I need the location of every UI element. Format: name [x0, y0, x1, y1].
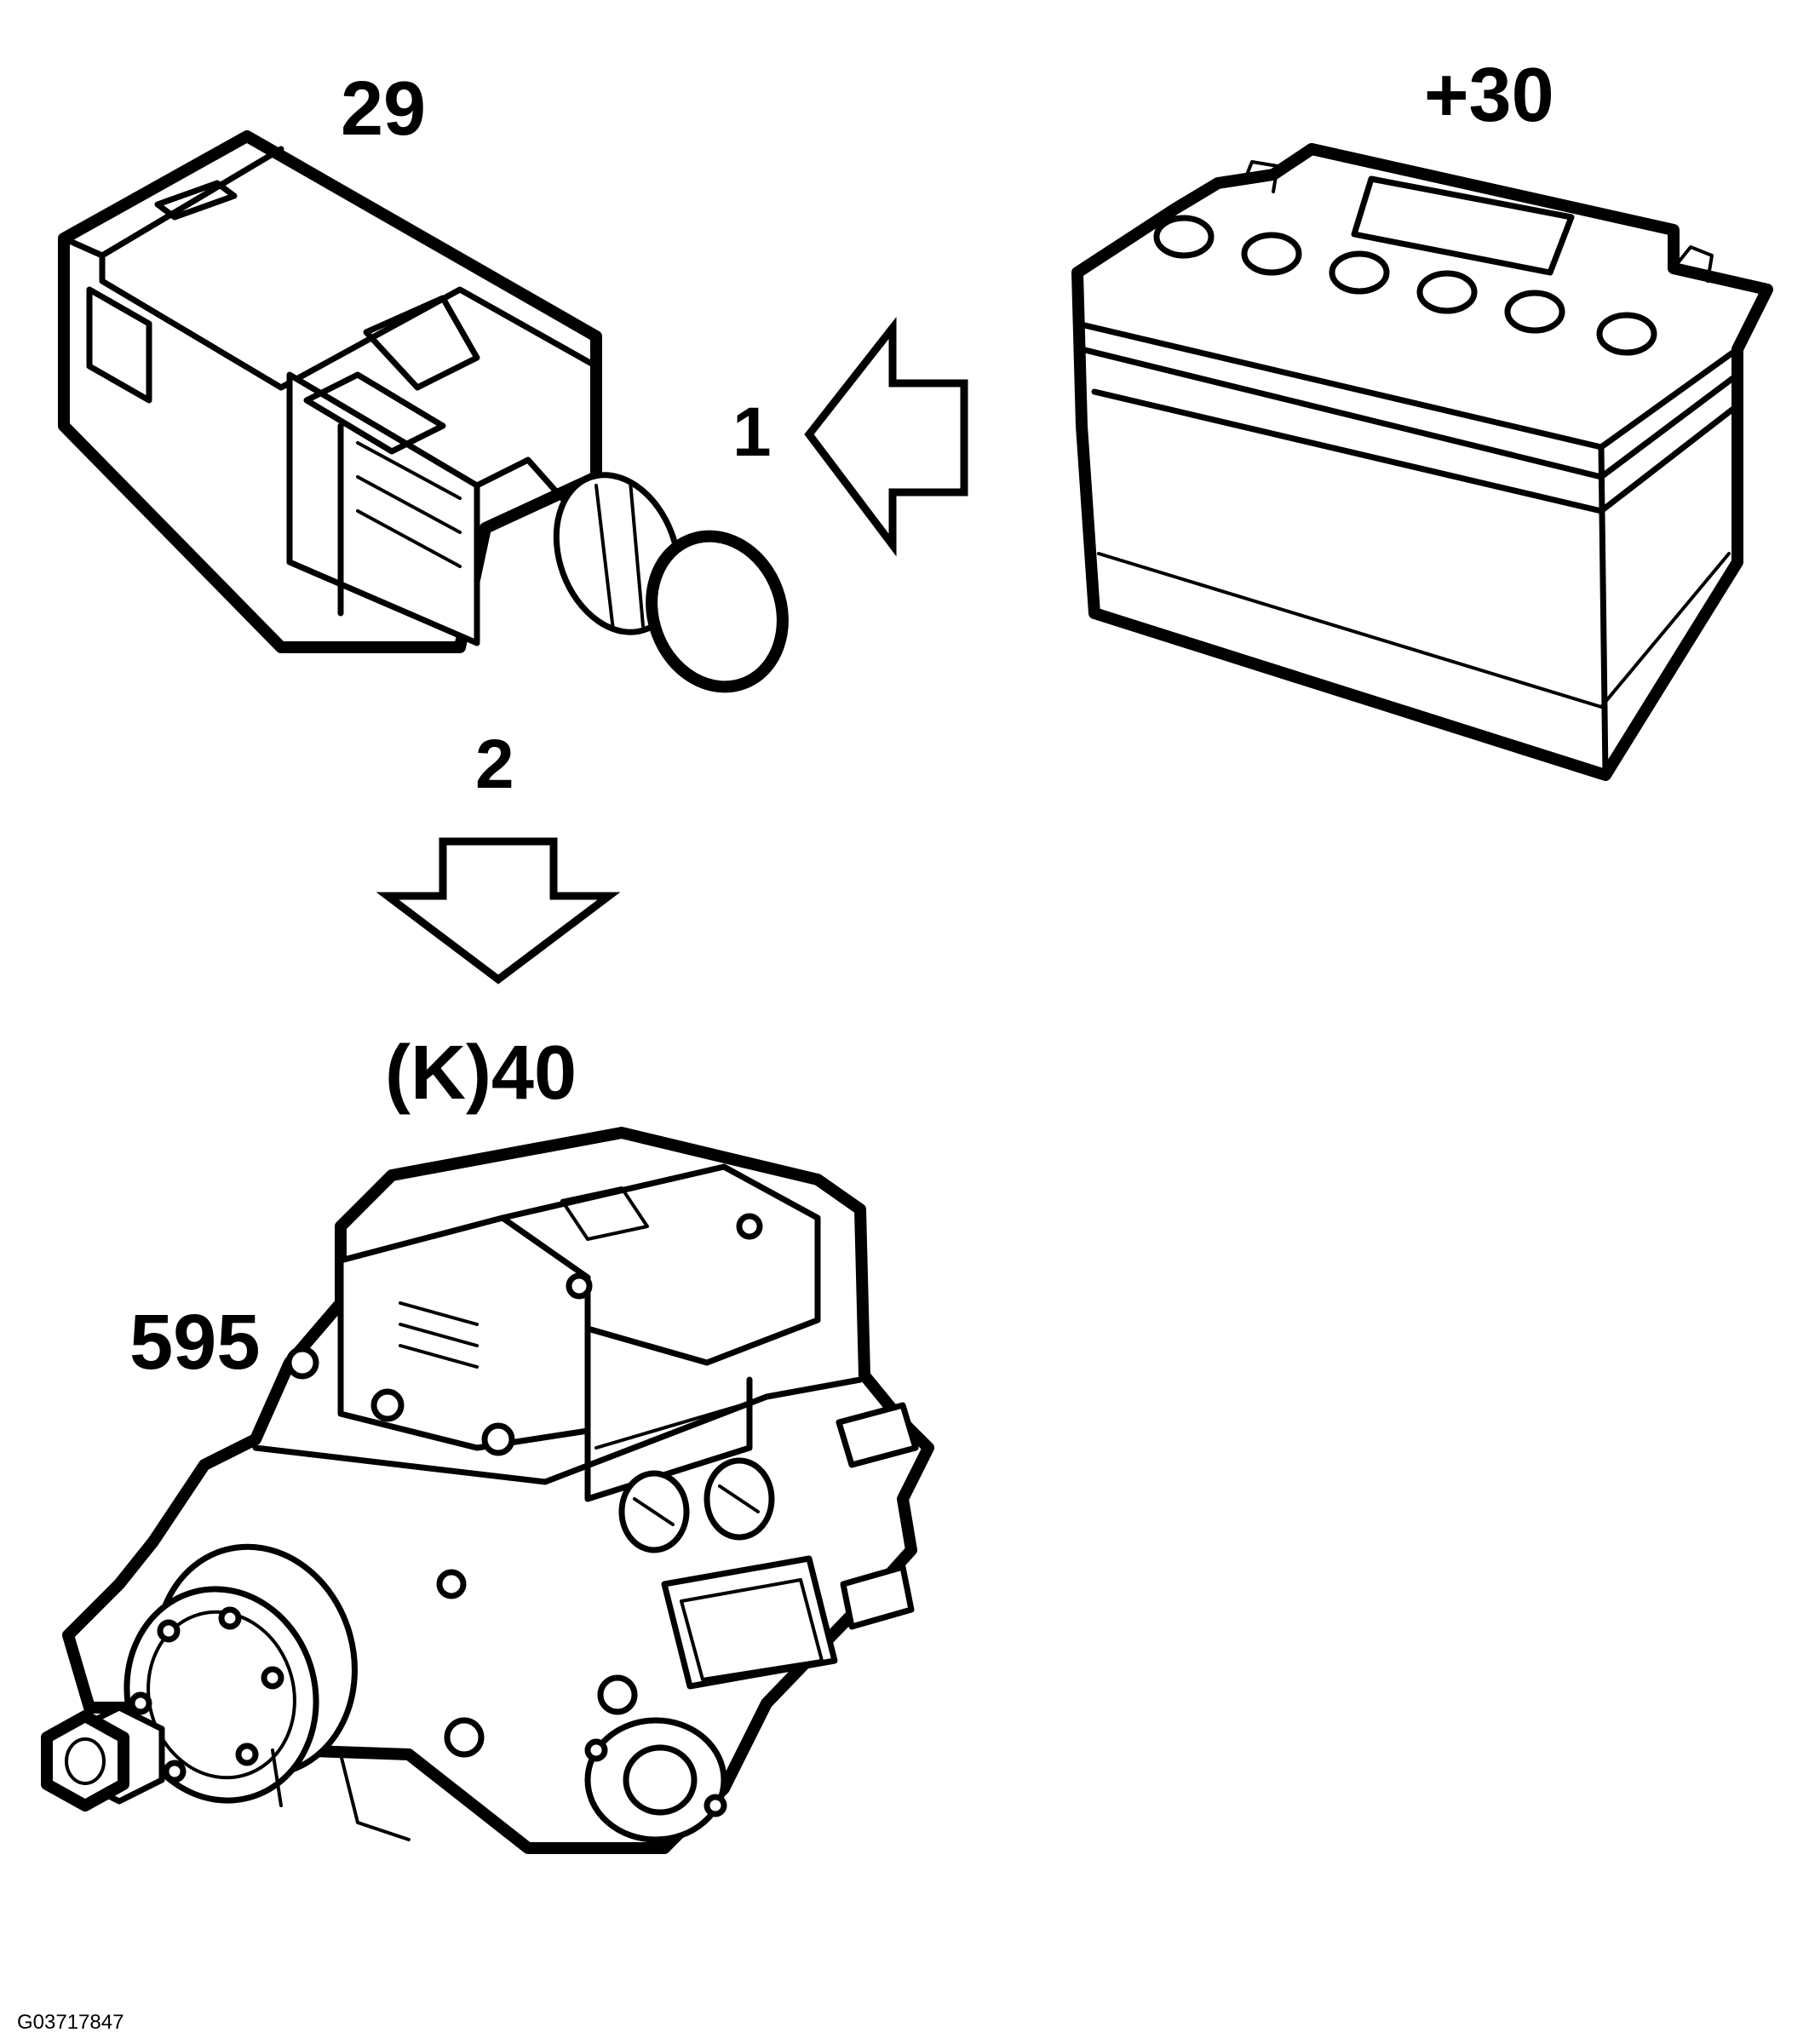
- pump-number-label: 595: [129, 1299, 261, 1386]
- battery-terminal-label: +30: [1424, 53, 1554, 138]
- step-two-label: 2: [475, 726, 514, 803]
- injection-pump: [41, 1127, 934, 1854]
- ignition-switch: [58, 130, 789, 693]
- battery: [1071, 143, 1773, 781]
- down-arrow: [376, 837, 621, 985]
- switch-number-label: 29: [341, 66, 426, 152]
- step-one-label: 1: [732, 393, 772, 471]
- pump-terminal-label: (K)40: [385, 1031, 577, 1116]
- left-arrow: [804, 316, 968, 557]
- figure-reference: G03717847: [17, 2011, 123, 2034]
